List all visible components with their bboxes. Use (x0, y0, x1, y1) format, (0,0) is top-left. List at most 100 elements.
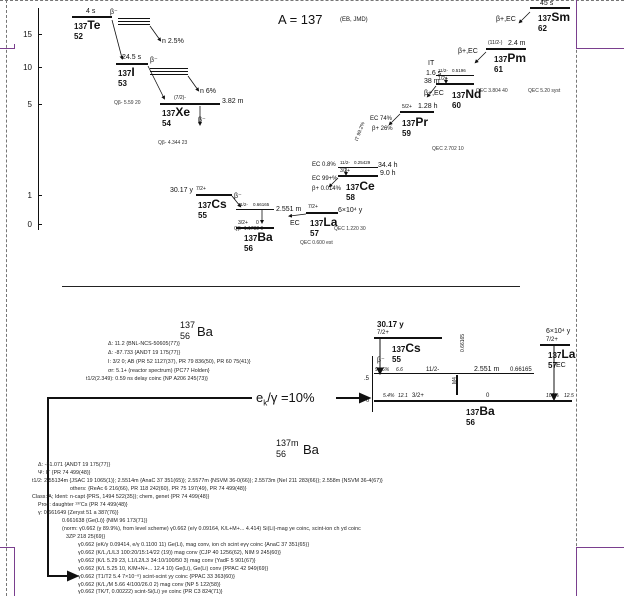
ba-block-symbol: Ba (197, 324, 213, 339)
nd-z: 60 (452, 101, 461, 110)
decay-arrows (111, 11, 531, 224)
i-mass: 137 (118, 69, 132, 78)
sm-decay: β+,EC (496, 16, 516, 23)
ratio-sub: k (263, 398, 268, 408)
arrow-cs-ba (231, 195, 242, 208)
pm-symbol: Pm (507, 51, 527, 65)
nd-it: IT (428, 60, 435, 67)
bam-line-13: γ0.662 (K/L 5.29 23, L1/L2/L3 34:10/100/… (78, 558, 256, 564)
ba-line-2: Δ: -87.733 {ANDT 19 175(77)} (108, 350, 181, 356)
la-halflife: 6×10⁴ y (338, 207, 363, 214)
bam-line-16: γ0.662 (K/L,/M 5.66 4/100/26.0 2) mag co… (78, 582, 221, 588)
mini-la-nuclide: 137La 57 (548, 346, 575, 370)
te-mass: 137 (74, 22, 88, 31)
te-z: 52 (74, 32, 83, 41)
bam-z: 56 (276, 449, 287, 459)
nd-qvalue: QEC 3.804 40 (476, 88, 508, 94)
chain-title: A = 137 (278, 12, 323, 27)
i-level (116, 63, 148, 65)
ce-z: 58 (346, 193, 355, 202)
la-symbol: La (323, 215, 338, 229)
mini-branch-2: 5.4% (383, 393, 395, 399)
arrow-te-i (111, 19, 124, 60)
ce-level (338, 175, 378, 177)
ce-isomer-level (338, 167, 378, 168)
mini-ba-nuclide: 137Ba 56 (466, 403, 495, 427)
ce-nuclide: 137Ce 58 (346, 178, 375, 202)
cs-z: 55 (198, 211, 207, 220)
bam-mass: 137m (276, 438, 299, 448)
mini-gs-energy: 0 (486, 393, 490, 399)
mini-cs-spin: 7/2+ (377, 330, 389, 336)
pr-qvalue: QEC 2.702 10 (432, 146, 464, 152)
nd-level (436, 83, 474, 85)
ce-isomer-halflife: 34.4 h (378, 162, 398, 169)
la-decay: EC (290, 220, 300, 227)
i-excited-1 (150, 68, 188, 69)
y-axis-line (38, 8, 39, 230)
te-excited-2 (118, 21, 150, 22)
mini-isomer-energy: 0.66165 (510, 367, 532, 373)
bam-line-9: (norm: γ0.662 (γ 89.9%), from level sche… (62, 526, 361, 532)
bam-line-3: t1/2: 2.55134m {JSAC 19 1065(1)}; 2.5514… (32, 478, 383, 484)
pr-nuclide: 137Pr 59 (402, 114, 428, 138)
cs-halflife: 30.17 y (170, 187, 193, 194)
arrow-i-n (187, 75, 200, 92)
mini-axis (372, 356, 373, 412)
bam-line-10: 3ZP 218 25(69)} (66, 534, 106, 540)
pm-z: 61 (494, 65, 503, 74)
bam-line-11: γ0.662 (eK/γ 0.09414, e/γ 0.1100 11) Ge(… (78, 542, 310, 548)
i-nuclide: 137I 53 (118, 64, 135, 88)
xe-qvalue: Qβ- 4.344 23 (158, 140, 188, 146)
nd-halflife: 38 m (424, 78, 440, 85)
cs-nuclide: 137Cs 55 (198, 196, 227, 220)
ratio-e: e (256, 390, 264, 405)
arrow-i-xe (147, 65, 165, 100)
sm-symbol: Sm (551, 10, 571, 24)
y-label-1: 1 (27, 191, 32, 200)
mini-ba-z: 56 (466, 418, 475, 427)
te-excited-1 (118, 18, 150, 19)
ba-mass: 137 (244, 234, 258, 243)
la-nuclide: 137La 57 (310, 214, 337, 238)
ba-gs-spin: 3/2+ (238, 220, 248, 226)
arrow-pm-nd (474, 51, 487, 64)
y-label-15: 15 (23, 30, 32, 39)
xe-nuclide: 137Xe 54 (162, 104, 190, 128)
pm-nuclide: 137Pm 61 (494, 50, 526, 74)
mini-cs-mass: 137 (392, 345, 406, 354)
nd-mass: 137 (452, 91, 466, 100)
mini-ec: EC (556, 362, 566, 369)
bam-line-14: γ0.662 (K/L 5.25 10, K/M+N+... 12.4 10) … (78, 566, 269, 572)
mini-axis-half: .5 (364, 376, 370, 382)
registration-mark-tl (0, 44, 15, 49)
ba-line-1: Δ: 11.2 {BNL-NCS-50605(77)} (108, 341, 180, 347)
ba-line-3: I: 3/2 0; AB (PR 52 1127(37), PR 79 836(… (108, 359, 251, 365)
section-divider (62, 286, 520, 287)
cs-level (196, 194, 232, 196)
bam-line-8: 0.661638 {Ge(Li)} {NIM 96 173(71)} (62, 518, 148, 524)
ce-betaplus: β+ 0.014% (312, 186, 341, 192)
i-qvalue: Qβ- 5.59 20 (114, 100, 141, 106)
bam-line-17: γ0.662 (TK/T, 0.00222) scint-Si(Li) ye c… (78, 589, 223, 595)
ce-ec2: EC 99+% (312, 176, 338, 182)
ratio-rest: /γ =10% (267, 390, 315, 405)
i-excited-3 (150, 74, 188, 75)
cs-symbol: Cs (211, 197, 227, 211)
ce-ec1: EC 0.8% (312, 162, 336, 168)
arrow-nd-pr (426, 85, 437, 98)
la-spin: 7/2+ (308, 204, 318, 210)
mini-gamma-line (456, 375, 458, 395)
page-border-right (576, 0, 577, 596)
mini-gs-logft: 12.5 (564, 393, 574, 399)
arrow-la-ba (288, 213, 307, 218)
te-level (72, 16, 112, 18)
ce-qvalue: QEC 1.220 30 (334, 226, 366, 232)
mini-la-mass: 137 (548, 351, 562, 360)
sm-halflife: 45 s (540, 0, 554, 7)
pr-spin: 5/2+ (402, 104, 412, 110)
te-branch: n 2.5% (162, 38, 184, 45)
registration-mark-tr-vert (576, 0, 577, 48)
mini-la-level (540, 344, 570, 346)
